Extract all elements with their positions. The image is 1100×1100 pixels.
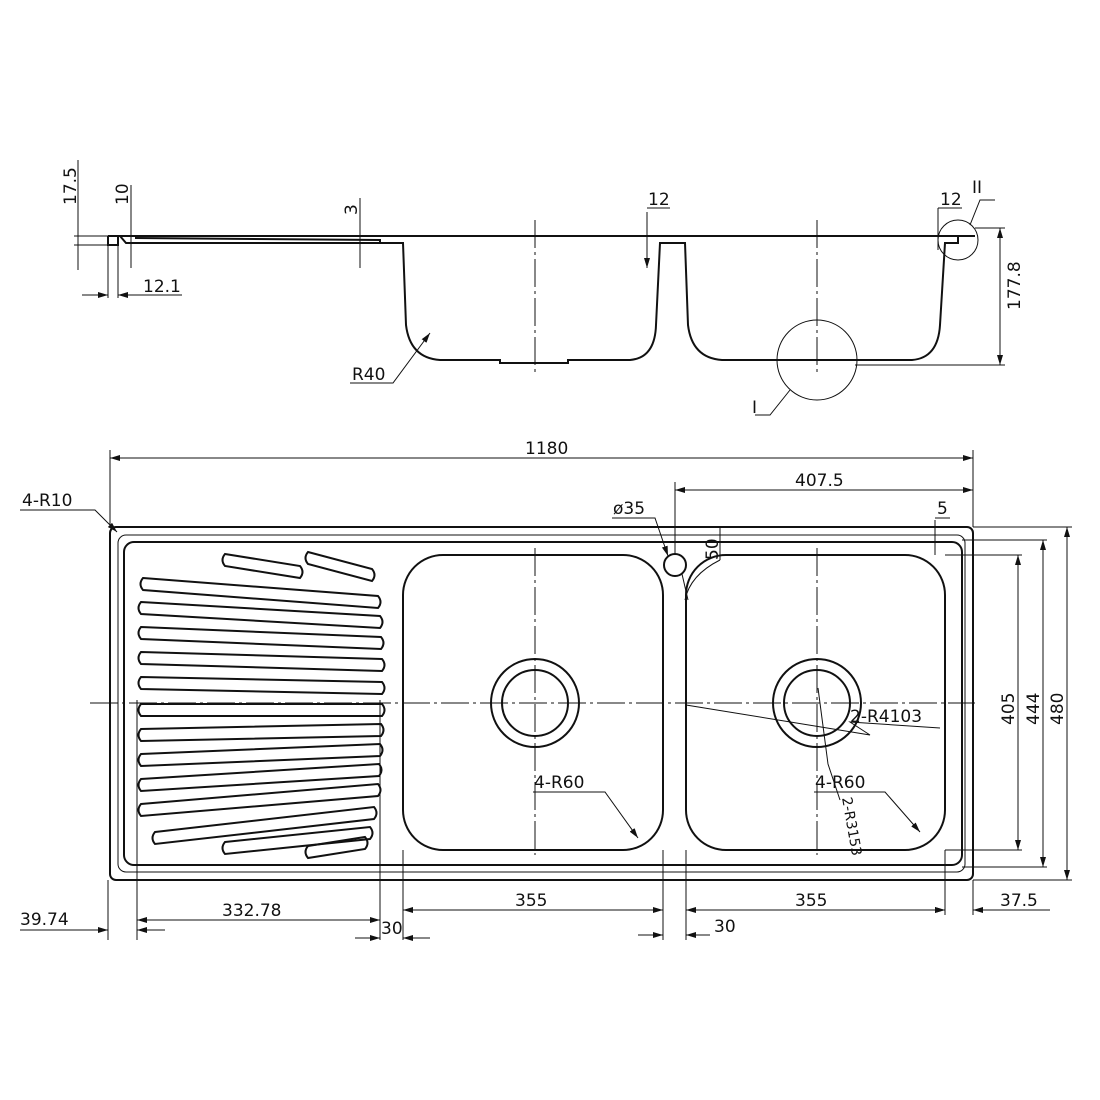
drainer-rib	[137, 742, 384, 768]
dim-405: 405	[999, 693, 1019, 725]
dim-39-74: 39.74	[20, 910, 69, 930]
dim-355-bowl-2: 355	[795, 891, 827, 911]
dim-4-r60-bowl-1: 4-R60	[534, 773, 584, 793]
dim-2-r3153: 2-R3153	[838, 796, 864, 857]
drainer-rib	[139, 576, 382, 610]
detail-circle-I	[776, 319, 858, 401]
dim-12-divider: 12	[648, 190, 670, 210]
drainer-rib	[151, 805, 378, 846]
detail-label-I: I	[752, 398, 757, 418]
dim-4-r60-bowl-2: 4-R60	[815, 773, 865, 793]
drainer-rib	[137, 762, 383, 793]
drainer-rib	[304, 550, 376, 583]
drainer-rib	[137, 675, 386, 696]
drainer-ribs	[137, 550, 386, 860]
dim-407-5: 407.5	[795, 471, 844, 491]
drainer-rib	[304, 835, 369, 860]
drainer-rib	[137, 600, 384, 630]
detail-label-II: II	[972, 178, 982, 198]
section-dimensions: 17.5 10 3 12 12 12.1 R40 177.8	[61, 160, 1025, 385]
dim-3: 3	[342, 204, 362, 215]
plan-view: 1180 407.5 4-R10 ø35 50 5 405 444 480	[20, 439, 1072, 941]
section-view: I II 17.5 10 3 12 12 12.1 R40 177	[61, 160, 1025, 418]
dim-30-right: 30	[714, 917, 736, 937]
dim-5: 5	[937, 499, 948, 519]
sink-section-profile	[107, 235, 975, 364]
drainer-rib	[137, 703, 386, 717]
drainer-rib	[221, 825, 374, 856]
drainer-rib	[137, 722, 385, 743]
dim-177-8: 177.8	[1005, 261, 1025, 310]
dim-1180: 1180	[525, 439, 568, 459]
dim-12-1: 12.1	[143, 277, 181, 297]
drainer-rib	[137, 650, 386, 673]
dim-r40: R40	[352, 365, 385, 385]
tap-hole	[663, 553, 687, 577]
dim-30-left: 30	[381, 919, 403, 939]
dim-37-5: 37.5	[1000, 891, 1038, 911]
dim-2-r4103: 2-R4103	[850, 707, 922, 727]
drainer-rib	[137, 625, 385, 651]
dim-10: 10	[113, 183, 133, 205]
dim-phi35: ø35	[613, 499, 645, 519]
dim-17-5: 17.5	[61, 167, 81, 205]
dim-355-bowl-1: 355	[515, 891, 547, 911]
dim-444: 444	[1024, 693, 1044, 725]
drainer-rib	[221, 552, 304, 580]
dim-12-edge: 12	[940, 190, 962, 210]
dim-4-r10: 4-R10	[22, 491, 72, 511]
dim-480: 480	[1048, 693, 1068, 725]
dim-50: 50	[703, 538, 723, 560]
plan-dimensions: 1180 407.5 4-R10 ø35 50 5 405 444 480	[20, 439, 1072, 941]
dim-332-78: 332.78	[222, 901, 281, 921]
